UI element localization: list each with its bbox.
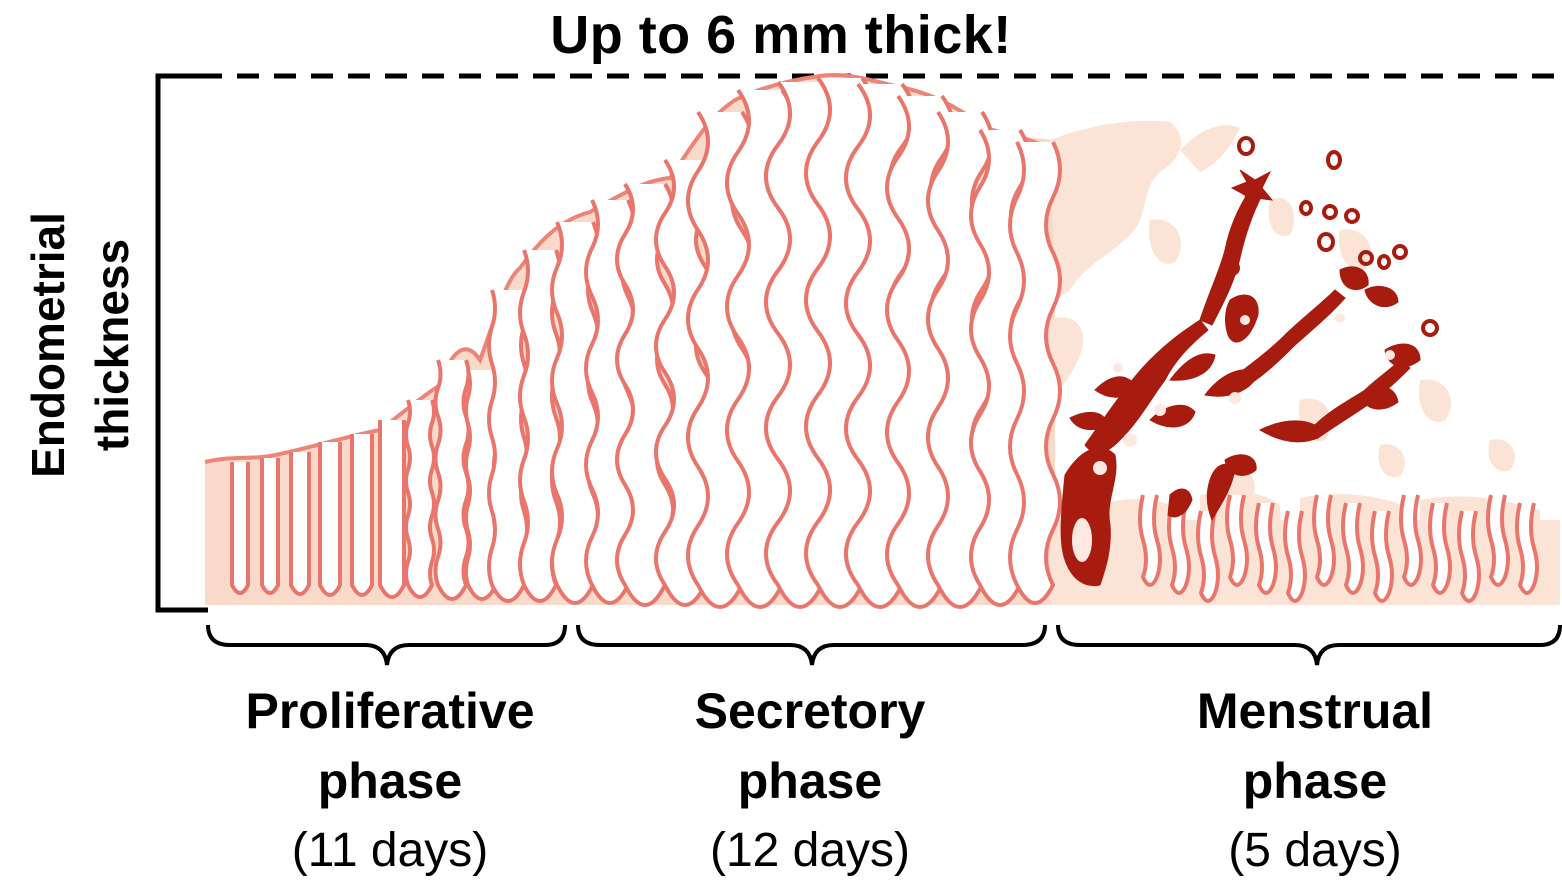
- phase-label-secretory: Secretory phase (12 days): [600, 676, 1020, 886]
- thickness-bracket: [158, 76, 208, 610]
- phase-name-line2: phase: [600, 746, 1020, 816]
- gland: [291, 452, 309, 594]
- brace-proliferative: [208, 625, 565, 665]
- gland: [436, 360, 469, 599]
- phase-duration: (5 days): [1100, 816, 1530, 886]
- gland: [320, 442, 340, 595]
- phase-name-line1: Menstrual: [1100, 676, 1530, 746]
- gland: [232, 462, 248, 593]
- phase-duration: (12 days): [600, 816, 1020, 886]
- shedding-tissue: [1050, 121, 1560, 605]
- gland: [262, 458, 278, 593]
- phase-label-menstrual: Menstrual phase (5 days): [1100, 676, 1530, 886]
- brace-menstrual: [1058, 625, 1560, 665]
- phase-braces: [208, 625, 1560, 665]
- y-axis-label-line1: Endometrial: [16, 170, 80, 520]
- max-thickness-label: Up to 6 mm thick!: [0, 4, 1562, 66]
- phase-name-line1: Secretory: [600, 676, 1020, 746]
- phase-name-line2: phase: [1100, 746, 1530, 816]
- gland: [406, 400, 434, 597]
- gland: [380, 420, 404, 597]
- y-axis-label-line2: thickness: [80, 170, 144, 520]
- regenerating-gland: [1401, 495, 1421, 585]
- y-axis-label: Endometrial thickness: [20, 170, 140, 520]
- uterine-glands: [232, 78, 1060, 607]
- brace-secretory: [578, 625, 1045, 665]
- phase-name-line2: phase: [180, 746, 600, 816]
- phase-name-line1: Proliferative: [180, 676, 600, 746]
- phase-label-proliferative: Proliferative phase (11 days): [180, 676, 600, 886]
- gland: [352, 434, 372, 595]
- phase-duration: (11 days): [180, 816, 600, 886]
